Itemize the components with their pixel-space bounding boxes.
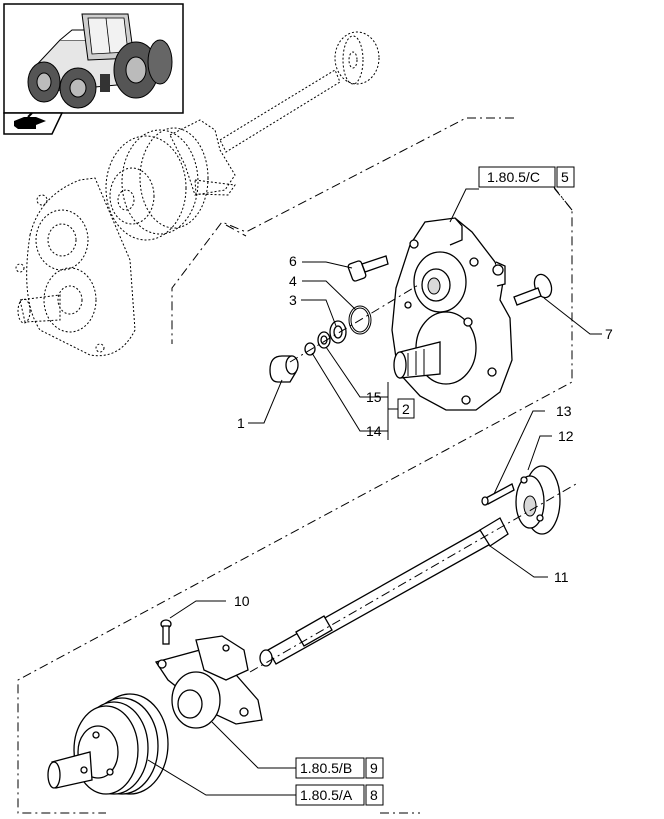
bolt-part-6[interactable]: [347, 255, 389, 282]
washer-part-14[interactable]: [304, 342, 316, 356]
callout-2: 2: [402, 401, 410, 417]
support-ref-number: 9: [370, 760, 378, 776]
hand-pointer-icon: [14, 112, 46, 129]
callout-10: 10: [234, 593, 250, 609]
callout-7: 7: [605, 326, 613, 342]
callout-labels: 1 3 4 6 7 15 14 13 12 11 10: [234, 253, 613, 609]
gearbox-housing[interactable]: [391, 217, 513, 411]
gearbox-reference[interactable]: 1.80.5/C 5: [478, 166, 575, 188]
clutch-reference[interactable]: 1.80.5/A 8: [295, 784, 384, 806]
callout-3: 3: [289, 292, 297, 308]
leader-lines: [147, 188, 602, 796]
screw-part-13[interactable]: [481, 483, 515, 506]
support-reference[interactable]: 1.80.5/B 9: [295, 757, 384, 779]
callout-11: 11: [554, 569, 569, 585]
gearbox-ref-number: 5: [561, 169, 569, 185]
bolt-part-10[interactable]: [160, 619, 172, 645]
callout-4: 4: [289, 273, 297, 289]
clutch-ref-code: 1.80.5/A: [300, 787, 353, 803]
callout-1: 1: [237, 415, 245, 431]
washer-part-15[interactable]: [317, 331, 331, 349]
shaft-part-11[interactable]: [259, 517, 509, 667]
callout-12: 12: [558, 428, 574, 444]
ghost-assembly: [15, 31, 380, 357]
callout-2-box: 2: [397, 398, 415, 419]
tractor-thumbnail-icon: [27, 13, 173, 109]
clutch-assembly[interactable]: [47, 693, 169, 795]
callout-14: 14: [366, 423, 382, 439]
tractor-thumbnail[interactable]: [3, 3, 184, 114]
gearbox-ref-code: 1.80.5/C: [487, 169, 540, 185]
clutch-ref-number: 8: [370, 787, 378, 803]
callout-6: 6: [289, 253, 297, 269]
support-bracket[interactable]: [154, 635, 263, 729]
o-ring-part-4[interactable]: [348, 305, 372, 335]
callout-13: 13: [556, 403, 572, 419]
bolt-part-7[interactable]: [513, 272, 555, 306]
callout-15: 15: [366, 389, 382, 405]
navigation-button[interactable]: [3, 112, 64, 135]
seal-part-3[interactable]: [329, 320, 347, 344]
support-ref-code: 1.80.5/B: [300, 760, 352, 776]
flange-part-12[interactable]: [515, 465, 561, 535]
cap-part-1[interactable]: [269, 355, 299, 383]
assembly-boundary: [17, 117, 573, 814]
